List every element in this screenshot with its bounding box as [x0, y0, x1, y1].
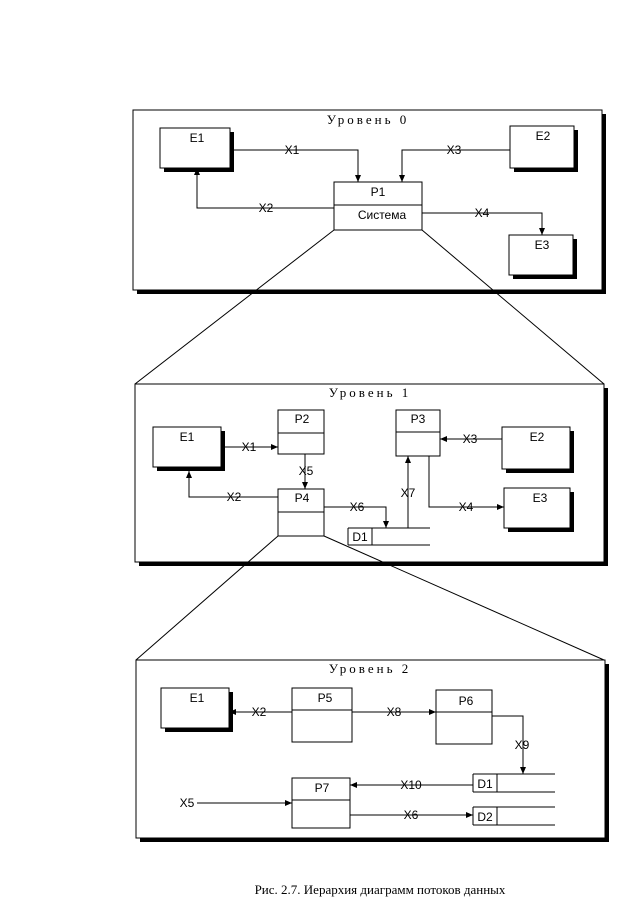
l2-flow-x9: [492, 715, 526, 774]
l1-entity-e1-label: E1: [180, 430, 195, 444]
l0-entity-e3: E3: [508, 234, 577, 279]
l1-entity-e1: E1: [152, 426, 225, 471]
l1-flow-x1-label: X1: [242, 440, 257, 454]
l1-flow-x5-label: X5: [299, 464, 314, 478]
l1-process-p2: P2: [277, 409, 325, 455]
l2-store-d1: D1: [472, 773, 555, 793]
l1-flow-x7-label: X7: [401, 486, 416, 500]
l0-flow-x4-label: X4: [475, 206, 490, 220]
l2-flow-x9-label: X9: [515, 738, 530, 752]
l1-process-p3-id: P3: [411, 412, 426, 426]
l1-flow-x6-label: X6: [350, 500, 365, 514]
l2-process-p7: P7: [291, 777, 351, 829]
l2-store-d1-label: D1: [477, 777, 493, 791]
l2-process-p7-id: P7: [315, 781, 330, 795]
l0-entity-e1-label: E1: [190, 131, 205, 145]
level-0-panel: Уровень 0 E1 E2 E3 P1 Система X1 X2: [132, 109, 606, 294]
l0-process-p1-name: Система: [358, 208, 407, 222]
l1-entity-e2-label: E2: [530, 430, 545, 444]
l0-flow-x1-label: X1: [285, 143, 300, 157]
l1-entity-e3-label: E3: [533, 491, 548, 505]
l1-store-d1: D1: [347, 527, 430, 546]
zoom-line-l0-left: [134, 229, 335, 385]
l2-entity-e1: E1: [160, 687, 233, 732]
l2-store-d2-label: D2: [477, 810, 493, 824]
level-1-title: Уровень 1: [329, 385, 412, 400]
zoom-line-l1-right: [323, 535, 605, 661]
l2-flow-x2-label: X2: [252, 705, 267, 719]
l0-process-p1: P1 Система: [333, 181, 423, 231]
l2-process-p5: P5: [291, 687, 353, 743]
l0-flow-x1: [230, 149, 361, 182]
l2-process-p6: P6: [435, 689, 493, 745]
level-2-title: Уровень 2: [329, 661, 412, 676]
l0-flow-x2-label: X2: [259, 201, 274, 215]
l0-flow-x2: [194, 168, 334, 209]
level-0-title: Уровень 0: [327, 112, 410, 127]
l1-process-p4: P4: [277, 488, 325, 537]
l1-flow-x3-label: X3: [463, 432, 478, 446]
l0-entity-e3-label: E3: [535, 238, 550, 252]
l0-process-p1-id: P1: [371, 185, 386, 199]
l1-process-p3: P3: [395, 409, 441, 457]
level-2-panel: Уровень 2 E1 P5 P6 P7 D1: [135, 659, 609, 842]
figure-caption: Рис. 2.7. Иерархия диаграмм потоков данн…: [255, 882, 506, 897]
l1-store-d1-label: D1: [352, 530, 368, 544]
l2-process-p6-id: P6: [459, 694, 474, 708]
l2-flow-x10-label: X10: [400, 778, 422, 792]
l1-flow-x2-label: X2: [227, 490, 242, 504]
l0-entity-e2: E2: [509, 125, 578, 172]
l1-flow-x4-label: X4: [459, 500, 474, 514]
zoom-line-l1-left: [135, 535, 279, 661]
l0-flow-x4: [422, 212, 545, 235]
l2-process-p5-id: P5: [318, 691, 333, 705]
level-1-panel: Уровень 1 E1 E2 E3 P2 P3: [134, 383, 608, 566]
l1-entity-e2: E2: [501, 426, 574, 473]
l1-flow-x4: [428, 456, 504, 510]
l0-flow-x3: [399, 149, 510, 182]
l2-flow-x8-label: X8: [387, 705, 402, 719]
l1-process-p4-id: P4: [295, 491, 310, 505]
l0-entity-e1: E1: [159, 127, 234, 172]
l1-process-p2-id: P2: [295, 412, 310, 426]
l0-flow-x3-label: X3: [447, 143, 462, 157]
zoom-line-l0-right: [421, 229, 605, 385]
l2-entity-e1-label: E1: [190, 691, 205, 705]
l2-flow-x6-label: X6: [404, 808, 419, 822]
l2-store-d2: D2: [472, 806, 555, 826]
l1-entity-e3: E3: [503, 487, 574, 532]
l1-flow-x6: [324, 506, 389, 528]
l2-flow-x5-label: X5: [180, 796, 195, 810]
l1-flow-x2: [186, 471, 278, 498]
l0-entity-e2-label: E2: [536, 129, 551, 143]
